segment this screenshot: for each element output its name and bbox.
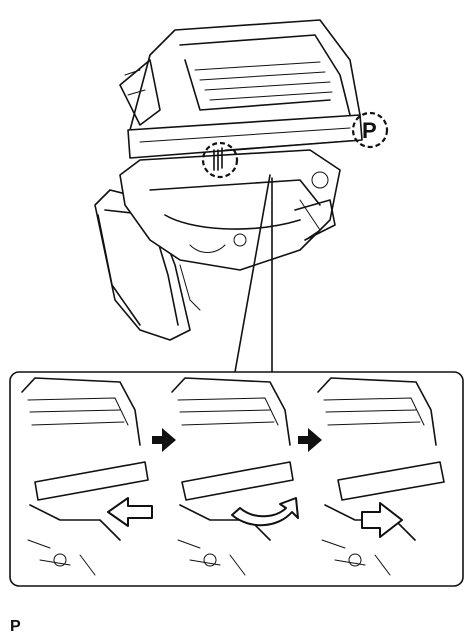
right-open-arrow-icon [361,502,403,538]
left-open-arrow-icon [107,497,153,527]
right-arrow-icon [298,428,322,452]
callout-right-label: P [362,118,377,143]
right-arrow-icon [152,428,176,452]
callout-left [201,141,239,179]
heater-unit-assembly [94,19,363,341]
detail-panel-step-1 [21,377,153,576]
callout-right: P [351,111,389,149]
figure-caption: P [10,618,21,635]
detail-panel-step-2 [171,377,299,576]
leader-lines [234,174,273,373]
curved-rotate-arrow-icon [231,497,299,527]
detail-panel-step-3 [317,377,445,576]
